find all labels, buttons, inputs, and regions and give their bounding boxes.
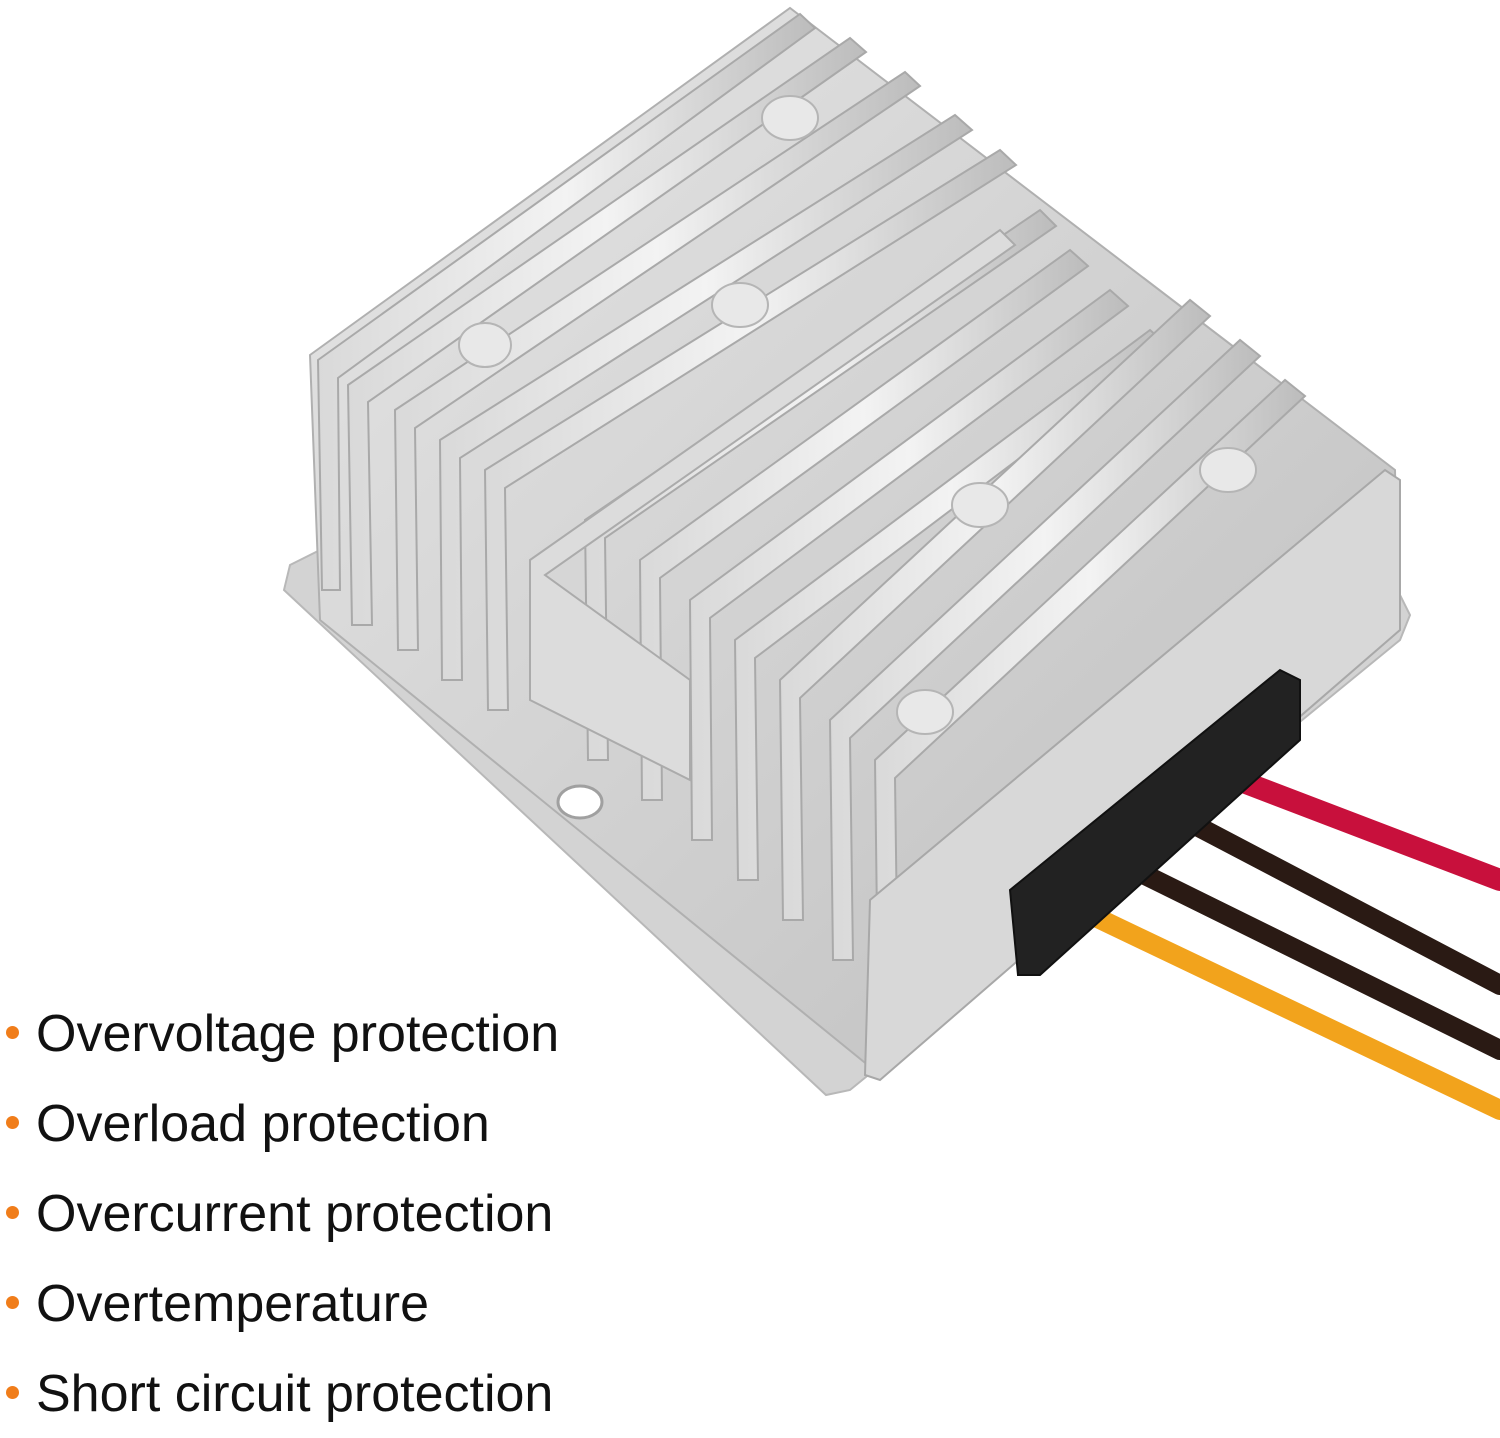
feature-item: Overload protection: [0, 1078, 700, 1168]
end-plate: [863, 468, 1401, 1082]
wire-black-1: [1185, 815, 1500, 995]
feature-text: Short circuit protection: [36, 1365, 554, 1423]
feature-text: Overload protection: [36, 1095, 490, 1153]
heatsink-fins: [316, 12, 1307, 1001]
feature-text: Overcurrent protection: [36, 1185, 554, 1243]
feature-text: Overtemperature: [36, 1275, 430, 1333]
bullet-dot-icon: [6, 1116, 19, 1129]
mounting-hole: [556, 784, 604, 820]
bullet-dot-icon: [6, 1296, 19, 1309]
wire-red: [1214, 764, 1500, 891]
bullet-dot-icon: [6, 1026, 19, 1039]
feature-item: Overtemperature: [0, 1258, 700, 1348]
bullet-dot-icon: [6, 1386, 19, 1399]
wire-black-2: [1125, 860, 1500, 1060]
feature-list: Overvoltage protection Overload protecti…: [0, 988, 700, 1438]
wire-yellow: [1075, 902, 1500, 1120]
feature-text: Overvoltage protection: [36, 1005, 560, 1063]
screw-bosses: [458, 95, 1257, 735]
bullet-dot-icon: [6, 1206, 19, 1219]
feature-item: Overvoltage protection: [0, 988, 700, 1078]
feature-item: Short circuit protection: [0, 1348, 700, 1438]
feature-item: Overcurrent protection: [0, 1168, 700, 1258]
rubber-grommet: [1008, 668, 1301, 976]
center-block: [529, 228, 1017, 782]
wires: [1075, 764, 1500, 1120]
